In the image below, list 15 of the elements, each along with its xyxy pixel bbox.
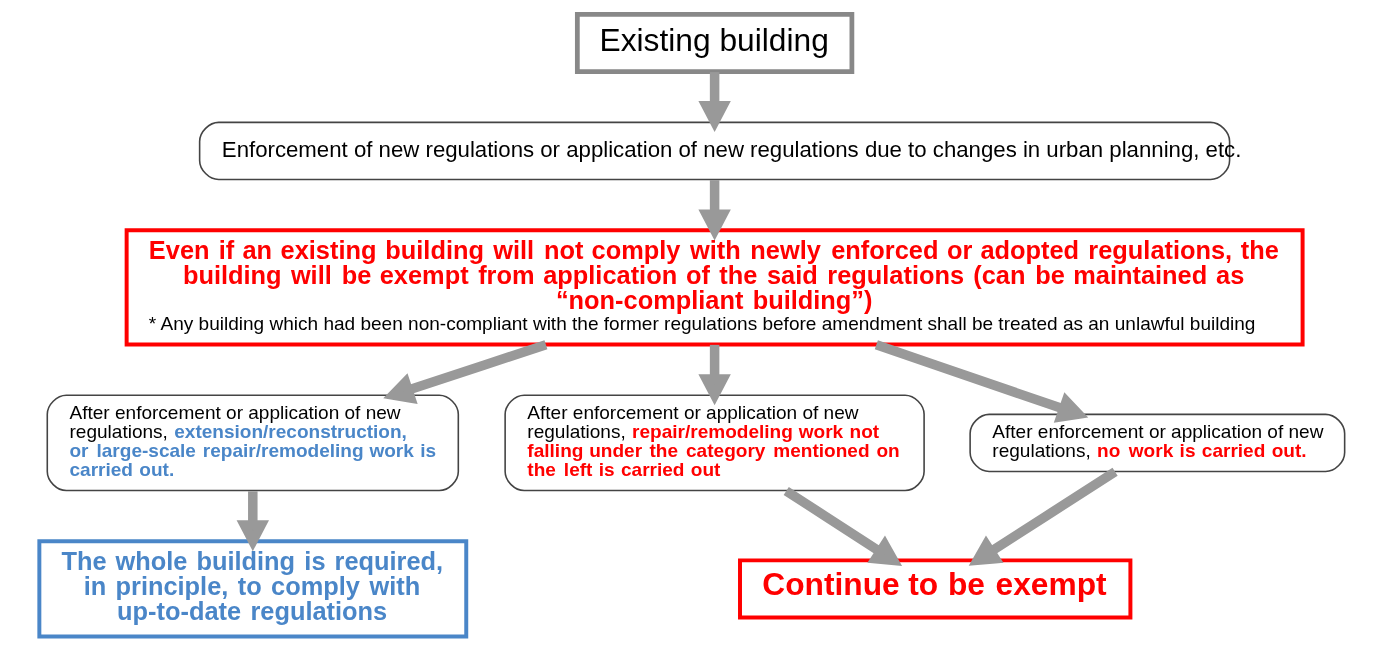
node-box: After enforcement or application of new regulations, no work is carried out. (968, 413, 1345, 473)
arrow (382, 340, 547, 405)
node-box: After enforcement or application of new regulations, extension/reconstruction, or large-scale repair/remodeling work is carried out. (46, 394, 459, 492)
node-box: Even if an existing building will not comply with newly enforced or adopted regulations, the building will be exempt from application of the said regulations (can be maintained as “non-compliant building”) * Any building which had been non-compliant with the former regulations before amendment shall be treated as an unlawful building (124, 228, 1305, 347)
arrow (697, 72, 731, 132)
arrow (236, 491, 269, 552)
arrow (874, 340, 1088, 423)
node-box: After enforcement or application of new regulations, repair/remodeling work not falling under the category mentioned on the left is carried out (503, 394, 925, 492)
arrow (697, 344, 731, 406)
arrow (697, 180, 731, 241)
node-box: Continue to be exempt (737, 558, 1132, 620)
arrow (968, 467, 1118, 566)
node-box: The whole building is required, in principle, to comply with up-to-date regulations (36, 539, 468, 639)
node-box: Existing building (574, 12, 854, 74)
arrow (783, 486, 902, 566)
